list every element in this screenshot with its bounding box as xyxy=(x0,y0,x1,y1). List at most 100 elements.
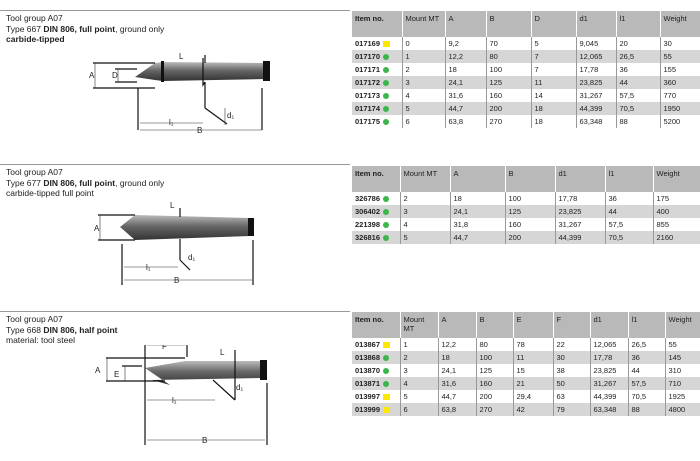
cell: 12,065 xyxy=(575,50,616,63)
cell: 400 xyxy=(652,205,700,218)
cell: 7 xyxy=(530,50,576,63)
on-request-icon xyxy=(383,394,391,401)
section-divider xyxy=(0,10,350,11)
column-header: A xyxy=(449,166,505,192)
cell: 44,7 xyxy=(449,231,505,244)
item-number: 017173 xyxy=(352,89,402,102)
item-number-text: 306402 xyxy=(355,207,381,216)
svg-text:l₁: l₁ xyxy=(146,263,151,272)
product-description-677: Tool group A07 Type 677 DIN 806, full po… xyxy=(6,167,164,199)
svg-text:B: B xyxy=(202,436,207,445)
availability-icon xyxy=(383,235,390,242)
cell: 44,399 xyxy=(575,102,616,115)
cell: 55 xyxy=(664,338,700,351)
cell: 31,6 xyxy=(444,89,486,102)
cell: 160 xyxy=(485,89,531,102)
cell: 4 xyxy=(399,377,438,390)
cell: 63,348 xyxy=(589,403,628,416)
cell: 7 xyxy=(530,63,576,76)
cell: 57,5 xyxy=(615,89,660,102)
cell: 20 xyxy=(615,37,660,50)
cell: 36 xyxy=(615,63,660,76)
cell: 88 xyxy=(627,403,665,416)
cell: 57,5 xyxy=(604,218,653,231)
cell: 18 xyxy=(530,115,576,128)
cell: 24,1 xyxy=(444,76,486,89)
svg-text:l₁: l₁ xyxy=(172,396,177,405)
svg-text:d₁: d₁ xyxy=(188,253,195,262)
cell: 12,065 xyxy=(589,338,628,351)
item-number-text: 017172 xyxy=(355,78,381,87)
cell: 70 xyxy=(485,37,531,50)
availability-icon xyxy=(383,67,390,74)
cell: 5 xyxy=(399,231,450,244)
cell: 31,267 xyxy=(554,218,605,231)
column-header: Weight xyxy=(652,166,700,192)
cell: 5 xyxy=(530,37,576,50)
svg-text:L: L xyxy=(170,201,175,210)
item-number: 013868 xyxy=(352,351,400,364)
item-number-text: 013999 xyxy=(355,405,381,414)
cell: 11 xyxy=(530,76,576,89)
cell: 42 xyxy=(512,403,553,416)
svg-text:A: A xyxy=(89,71,95,80)
item-number: 326786 xyxy=(352,192,400,205)
cell: 79 xyxy=(552,403,590,416)
column-header: Mount MT xyxy=(401,11,445,37)
cell: 11 xyxy=(512,351,553,364)
availability-icon xyxy=(383,93,390,100)
column-header: A xyxy=(444,11,486,37)
cell: 17,78 xyxy=(575,63,616,76)
availability-icon xyxy=(383,209,390,216)
item-number: 013871 xyxy=(352,377,400,390)
svg-text:B: B xyxy=(174,276,179,285)
cell: 63,348 xyxy=(575,115,616,128)
cell: 5 xyxy=(401,102,445,115)
cell: 2 xyxy=(399,192,450,205)
cell: 175 xyxy=(652,192,700,205)
cell: 88 xyxy=(615,115,660,128)
item-number-text: 013870 xyxy=(355,366,381,375)
item-number-text: 017170 xyxy=(355,52,381,61)
svg-text:D: D xyxy=(112,71,118,80)
svg-text:L: L xyxy=(179,52,184,61)
item-number: 013867 xyxy=(352,338,400,351)
cell: 63 xyxy=(552,390,590,403)
product-description-667: Tool group A07 Type 667 DIN 806, full po… xyxy=(6,13,164,45)
cell: 0 xyxy=(401,37,445,50)
cell: 200 xyxy=(475,390,513,403)
section-divider xyxy=(0,164,350,165)
tool-group: Tool group A07 xyxy=(6,13,63,23)
cell: 80 xyxy=(475,338,513,351)
cell: 145 xyxy=(664,351,700,364)
cell: 200 xyxy=(485,102,531,115)
item-number: 017172 xyxy=(352,76,402,89)
type-line: Type 677 DIN 806, full point, ground onl… xyxy=(6,177,165,188)
cell: 3 xyxy=(399,205,450,218)
cell: 100 xyxy=(504,192,555,205)
cell: 18 xyxy=(444,63,486,76)
cell: 23,825 xyxy=(575,76,616,89)
cell: 1925 xyxy=(664,390,700,403)
cell: 360 xyxy=(659,76,700,89)
cell: 3 xyxy=(401,76,445,89)
column-header: F xyxy=(552,312,590,338)
cell: 2 xyxy=(399,351,438,364)
cell: 24,1 xyxy=(449,205,505,218)
type-line: Type 667 DIN 806, full point, ground onl… xyxy=(6,23,165,34)
cell: 70,5 xyxy=(615,102,660,115)
cell: 855 xyxy=(652,218,700,231)
cell: 63,8 xyxy=(437,403,476,416)
item-number: 017170 xyxy=(352,50,402,63)
column-header: Item no. xyxy=(352,11,402,37)
